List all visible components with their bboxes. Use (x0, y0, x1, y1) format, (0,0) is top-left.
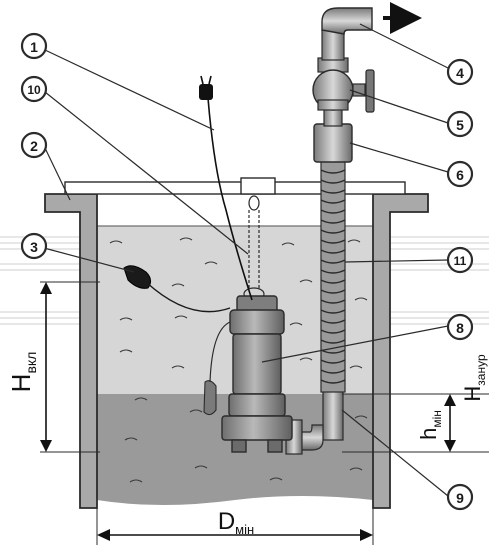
callout-leader-lines (43, 23, 449, 497)
submersible-pump (221, 295, 293, 453)
corrugated-hose (320, 159, 346, 393)
lower-float (203, 380, 217, 416)
callout-4: 4 (446, 58, 474, 86)
power-plug (199, 75, 213, 100)
svg-text:6: 6 (456, 167, 464, 183)
outlet-elbow (321, 7, 373, 35)
lower-float-cable (209, 321, 231, 383)
riser-pipe-lower (322, 389, 344, 441)
callout-6: 6 (446, 160, 474, 188)
svg-text:3: 3 (30, 239, 38, 255)
svg-text:10: 10 (27, 83, 41, 97)
shutoff-valve (312, 57, 375, 113)
svg-text:8: 8 (456, 320, 464, 336)
dimension-h-vkl: Hвкл (6, 281, 100, 453)
h-zanur-label: Hзанур (460, 354, 488, 402)
dimension-h-min: hмін (342, 393, 489, 453)
svg-text:11: 11 (454, 254, 467, 268)
svg-text:5: 5 (456, 117, 464, 133)
hose-coupling (313, 123, 353, 163)
well-cover (64, 181, 406, 195)
callout-10: 10 (20, 75, 48, 103)
power-cable (207, 97, 253, 301)
lifting-chain (243, 195, 265, 301)
callout-5: 5 (446, 110, 474, 138)
callout-1: 1 (20, 32, 48, 60)
d-min-label: Dмін (218, 508, 254, 537)
callout-8: 8 (446, 313, 474, 341)
chain-hanger (240, 177, 276, 195)
svg-text:2: 2 (30, 138, 38, 154)
callout-9: 9 (446, 483, 474, 511)
h-vkl-label: Hвкл (6, 352, 39, 393)
callout-3: 3 (20, 232, 48, 260)
background-level-lines (0, 236, 489, 325)
callout-2: 2 (20, 131, 48, 159)
dimension-d-min: Dмін (96, 508, 374, 545)
pipe-vertical-top (321, 29, 345, 61)
h-min-label: hмін (416, 410, 444, 440)
svg-text:4: 4 (456, 65, 464, 81)
svg-text:9: 9 (456, 490, 464, 506)
callout-11: 11 (446, 246, 474, 274)
svg-text:1: 1 (30, 39, 38, 55)
